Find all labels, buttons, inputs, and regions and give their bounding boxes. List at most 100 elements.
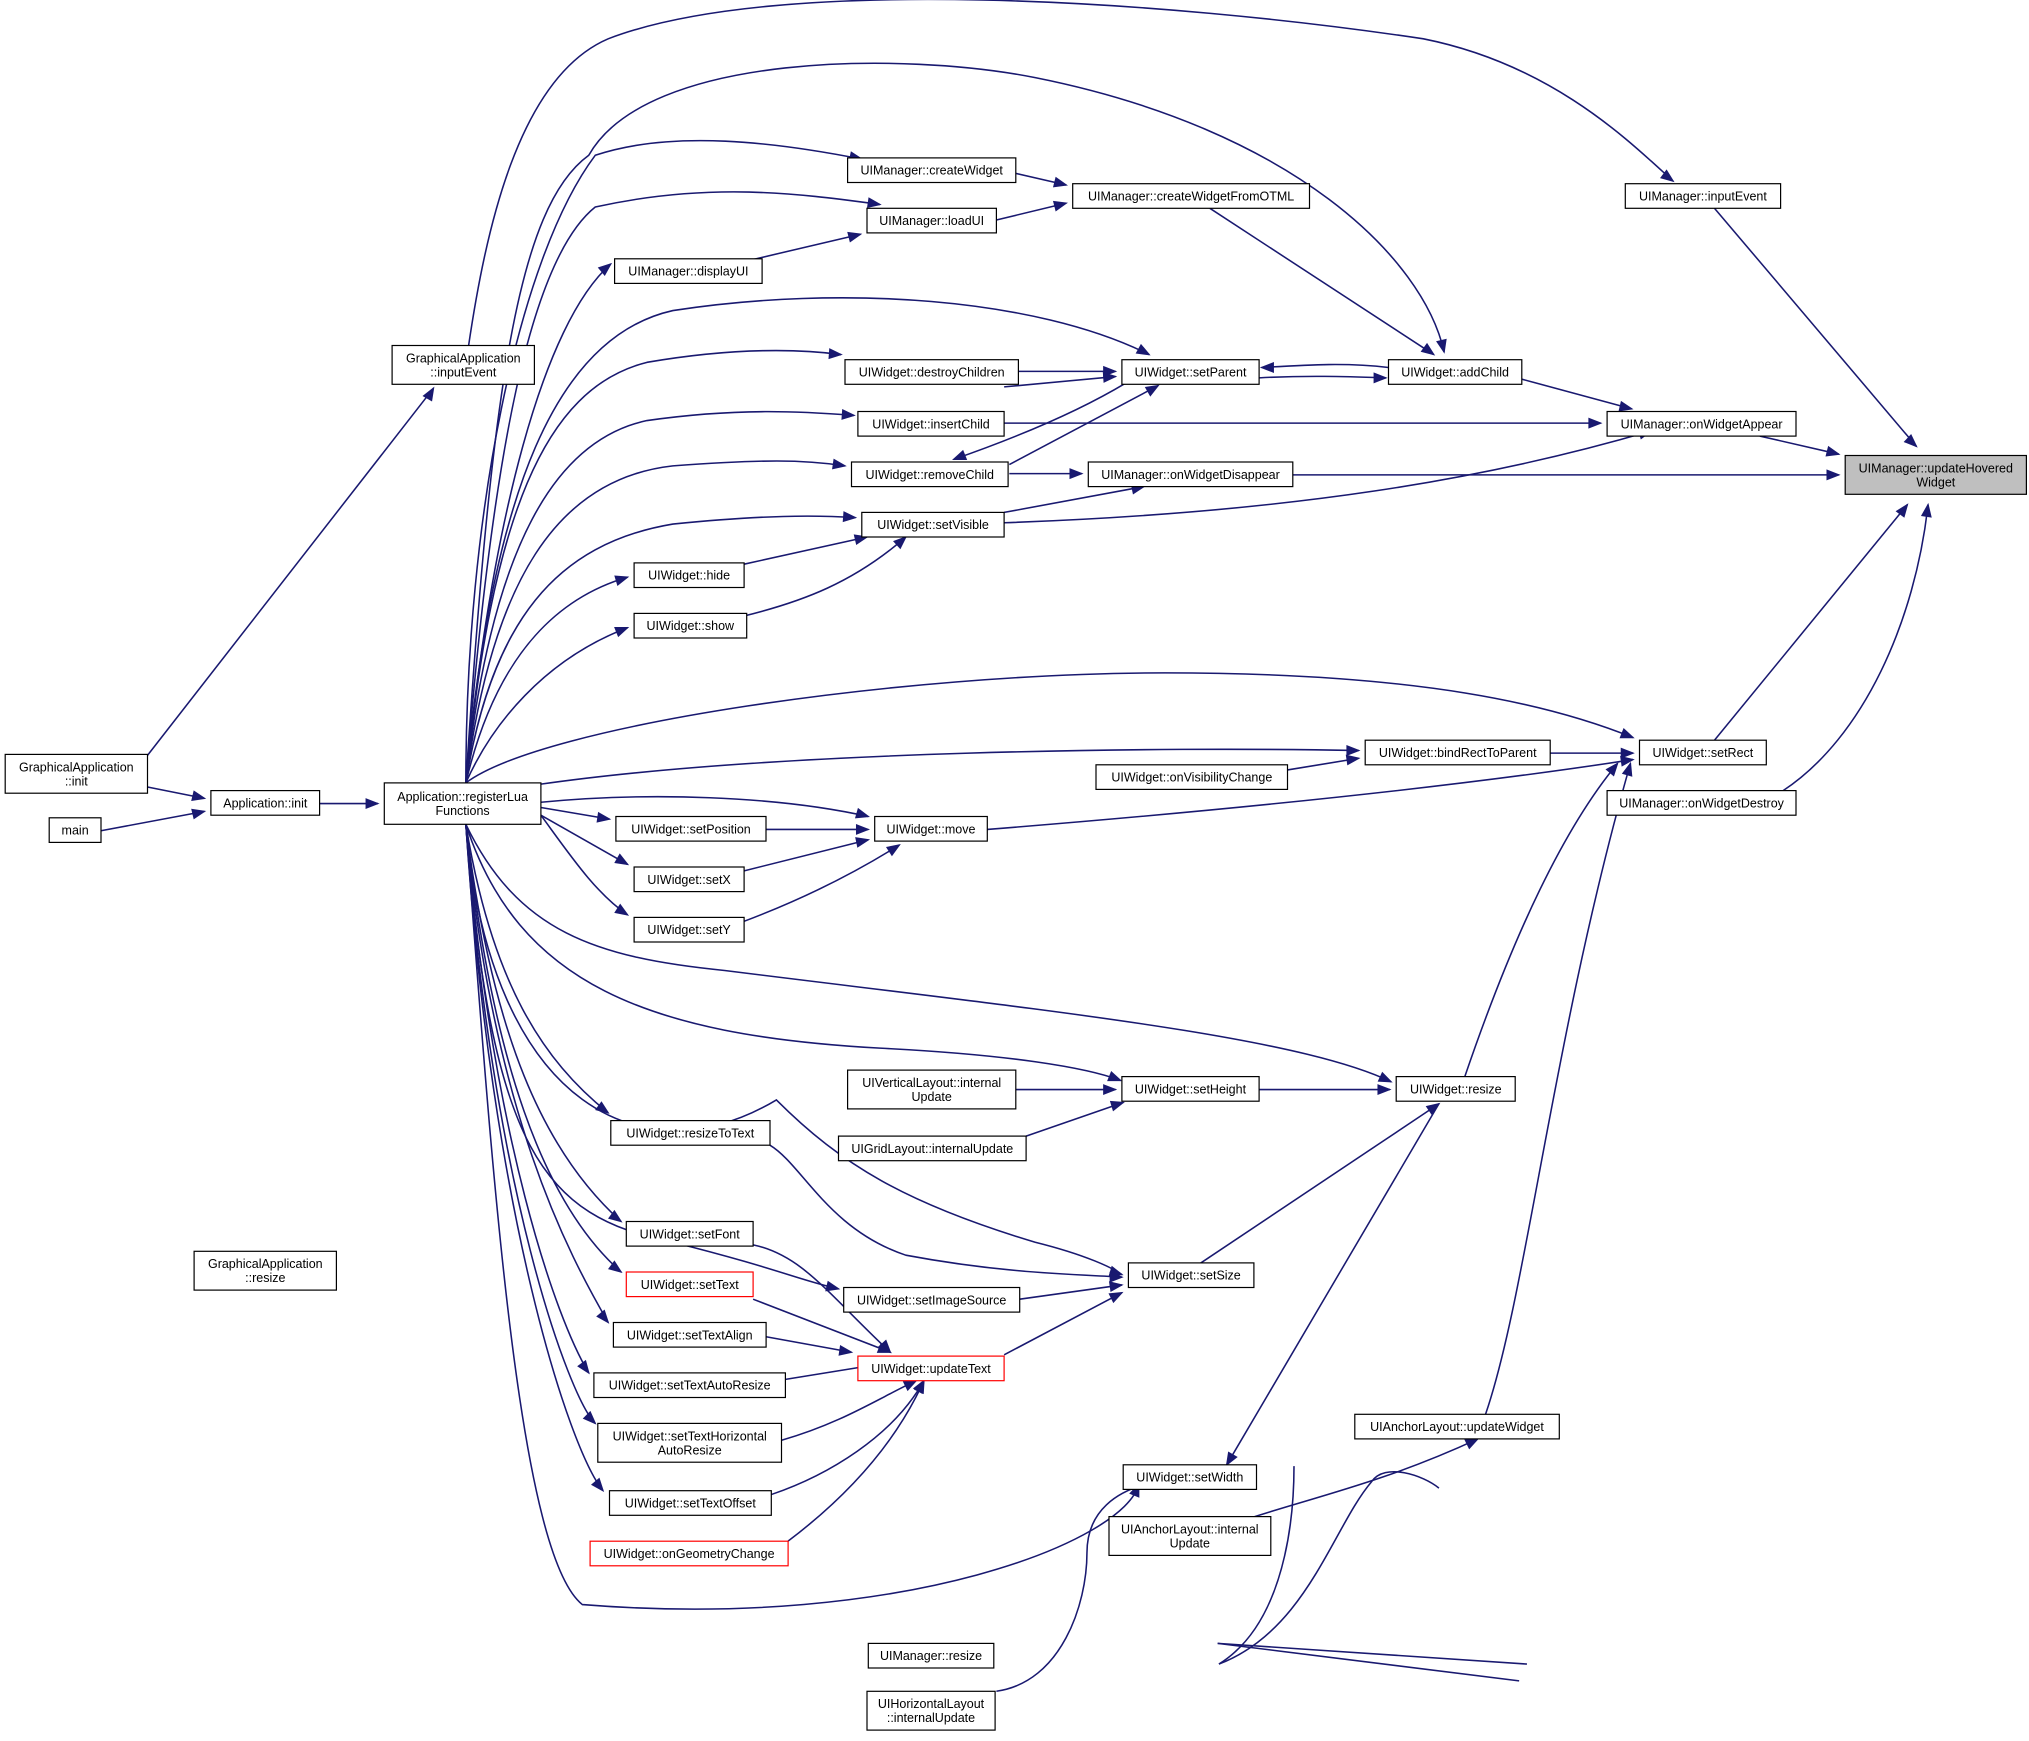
call-edge: [540, 795, 870, 819]
call-edge: [540, 814, 630, 866]
node-onvischange[interactable]: UIWidget::onVisibilityChange: [1095, 764, 1289, 790]
node-move[interactable]: UIWidget::move: [874, 815, 988, 842]
node-setposition[interactable]: UIWidget::setPosition: [615, 815, 767, 842]
node-box: [625, 1220, 754, 1247]
node-gridlayout[interactable]: UIGridLayout::internalUpdate: [837, 1135, 1027, 1162]
node-onwidgetdisappear[interactable]: UIManager::onWidgetDisappear: [1087, 461, 1294, 488]
node-bindrect[interactable]: UIWidget::bindRectToParent: [1364, 739, 1551, 766]
node-gapp-inputevent[interactable]: GraphicalApplication::inputEvent: [391, 344, 536, 385]
node-setwidth[interactable]: UIWidget::setWidth: [1122, 1464, 1258, 1491]
node-label: UIManager::onWidgetDisappear: [1101, 468, 1280, 482]
node-label: UIManager::createWidget: [860, 164, 1003, 178]
node-label: UIWidget::setSize: [1141, 1269, 1240, 1283]
call-edge: [1259, 1084, 1392, 1096]
node-box: [861, 511, 1005, 538]
node-ongeometrychange[interactable]: UIWidget::onGeometryChange: [589, 1540, 789, 1567]
node-box: [612, 1321, 767, 1348]
node-mgr-resize[interactable]: UIManager::resize: [867, 1642, 995, 1669]
node-displayui[interactable]: UIManager::displayUI: [613, 258, 763, 284]
call-edge: [1217, 1642, 1527, 1665]
node-resizetotext[interactable]: UIWidget::resizeToText: [610, 1119, 771, 1146]
node-settext[interactable]: UIWidget::setText: [625, 1271, 754, 1298]
node-box: [1606, 789, 1797, 816]
call-edge: [1464, 762, 1619, 1077]
node-box: [1108, 1515, 1272, 1556]
call-edge: [465, 191, 882, 783]
node-gapp-resize[interactable]: GraphicalApplication::resize: [193, 1250, 338, 1291]
node-onwidgetappear[interactable]: UIManager::onWidgetAppear: [1606, 410, 1797, 437]
node-box: [846, 157, 1017, 184]
node-sety[interactable]: UIWidget::setY: [633, 916, 745, 943]
node-box: [1072, 183, 1311, 209]
node-label: UIWidget::setWidth: [1136, 1471, 1243, 1485]
node-box: [1638, 739, 1767, 766]
node-label: UIWidget::setX: [647, 873, 731, 887]
node-label: UIWidget::removeChild: [865, 468, 994, 482]
node-label: ::internalUpdate: [887, 1711, 975, 1725]
call-edge: [465, 824, 610, 1324]
node-updatetext[interactable]: UIWidget::updateText: [857, 1355, 1005, 1382]
node-onwidgetdestroy[interactable]: UIManager::onWidgetDestroy: [1606, 789, 1797, 816]
node-box: [608, 1490, 772, 1516]
node-destroychildren[interactable]: UIWidget::destroyChildren: [844, 359, 1019, 385]
call-edge: [1782, 502, 1932, 792]
node-label: Application::init: [223, 796, 308, 810]
node-main[interactable]: main: [48, 817, 102, 843]
node-gapp-init[interactable]: GraphicalApplication::init: [4, 753, 149, 794]
call-edge: [1484, 761, 1633, 1415]
call-edge: [743, 535, 908, 617]
node-setrect[interactable]: UIWidget::setRect: [1638, 739, 1767, 766]
node-anchorinternal[interactable]: UIAnchorLayout::internalUpdate: [1108, 1515, 1272, 1556]
node-label: UIWidget::setParent: [1135, 366, 1247, 380]
call-edge: [1217, 1642, 1520, 1682]
node-label: UIWidget::resizeToText: [626, 1126, 754, 1140]
node-setx[interactable]: UIWidget::setX: [633, 866, 745, 893]
call-edge: [146, 785, 207, 801]
node-w-resize[interactable]: UIWidget::resize: [1395, 1075, 1516, 1102]
node-hlayout[interactable]: UIHorizontalLayout::internalUpdate: [866, 1690, 996, 1731]
node-box: [1606, 410, 1797, 437]
node-label: UIManager::inputEvent: [1639, 190, 1767, 204]
node-settextoffset[interactable]: UIWidget::setTextOffset: [608, 1490, 772, 1516]
node-mgr-inputevent[interactable]: UIManager::inputEvent: [1624, 183, 1782, 209]
node-setvisible[interactable]: UIWidget::setVisible: [861, 511, 1005, 538]
call-edge: [465, 297, 1151, 783]
node-show[interactable]: UIWidget::show: [633, 612, 748, 639]
call-edge: [1008, 384, 1160, 466]
call-edge: [465, 511, 858, 783]
node-addchild[interactable]: UIWidget::addChild: [1387, 359, 1523, 385]
node-setimagesource[interactable]: UIWidget::setImageSource: [843, 1286, 1021, 1313]
node-setparent[interactable]: UIWidget::setParent: [1121, 359, 1260, 385]
node-createwidget[interactable]: UIManager::createWidget: [846, 157, 1017, 184]
node-app-init[interactable]: Application::init: [210, 789, 321, 816]
call-edge: [1218, 1471, 1440, 1665]
node-setheight[interactable]: UIWidget::setHeight: [1121, 1075, 1260, 1102]
node-box: [383, 782, 542, 825]
node-vlayout[interactable]: UIVerticalLayout::internalUpdate: [846, 1069, 1017, 1110]
call-edge: [769, 1144, 1124, 1283]
node-box: [1364, 739, 1551, 766]
node-setsize[interactable]: UIWidget::setSize: [1127, 1262, 1255, 1289]
node-settextautoresize[interactable]: UIWidget::setTextAutoResize: [593, 1372, 787, 1399]
call-edge: [465, 823, 1393, 1083]
node-box: [391, 344, 536, 385]
node-settextalign[interactable]: UIWidget::setTextAlign: [612, 1321, 767, 1348]
call-edge: [1009, 468, 1084, 480]
node-box: [1122, 1464, 1258, 1491]
node-box: [610, 1119, 771, 1146]
node-setfont[interactable]: UIWidget::setFont: [625, 1220, 754, 1247]
call-edge: [319, 798, 380, 810]
node-label: Widget: [1916, 475, 1955, 489]
node-insertchild[interactable]: UIWidget::insertChild: [857, 410, 1005, 437]
node-hide[interactable]: UIWidget::hide: [633, 562, 745, 589]
node-loadui[interactable]: UIManager::loadUI: [866, 207, 997, 234]
node-anchorupdatewidget[interactable]: UIAnchorLayout::updateWidget: [1354, 1413, 1560, 1440]
call-edge: [1209, 207, 1436, 356]
call-edge: [750, 231, 863, 261]
node-removechild[interactable]: UIWidget::removeChild: [850, 461, 1009, 488]
node-box: [1844, 454, 2027, 495]
node-createfromotml[interactable]: UIManager::createWidgetFromOTML: [1072, 183, 1311, 209]
